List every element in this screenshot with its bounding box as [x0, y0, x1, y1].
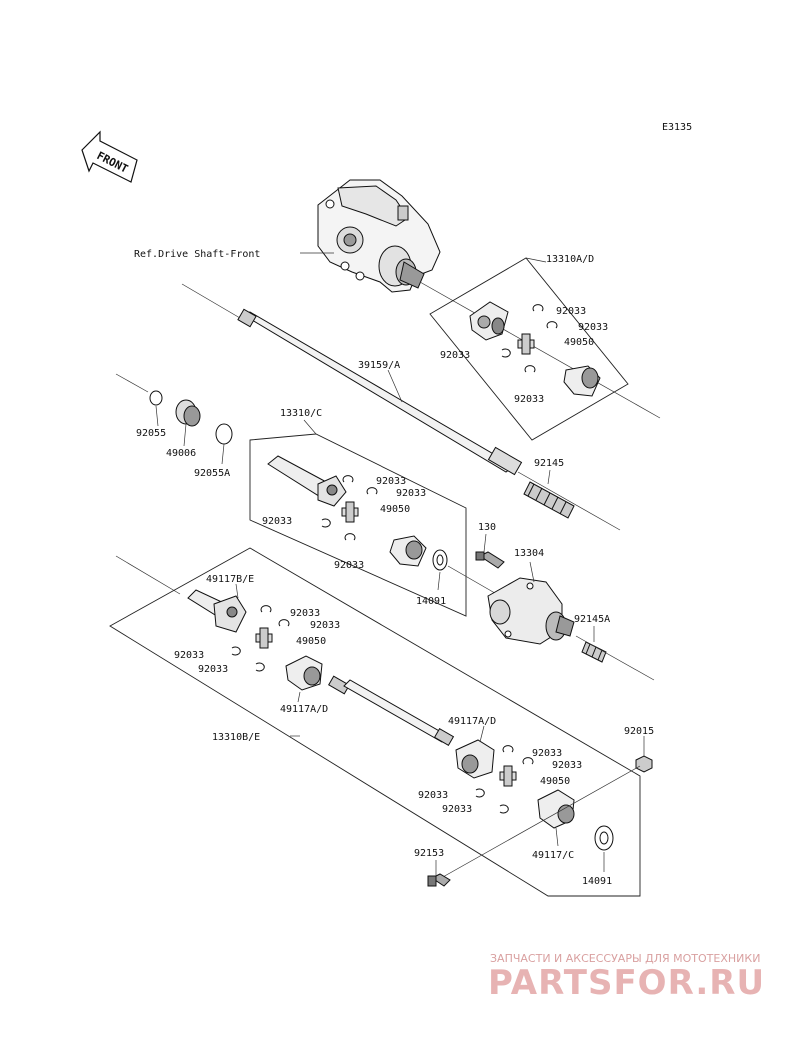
label-92033: 92033 — [334, 560, 364, 571]
label-14091: 14091 — [416, 596, 446, 607]
label-92033: 92033 — [262, 516, 292, 527]
label-92033: 92033 — [376, 476, 406, 487]
label-49050: 49050 — [540, 776, 570, 787]
watermark-brand: PARTSFOR.RU — [488, 963, 765, 1003]
yoke-part — [455, 739, 495, 779]
gear-case-part — [317, 179, 441, 293]
label-92055: 92055 — [136, 428, 166, 439]
label-92033: 92033 — [532, 748, 562, 759]
label-92033: 92033 — [174, 650, 204, 661]
label-49050: 49050 — [380, 504, 410, 515]
label-92033: 92033 — [556, 306, 586, 317]
label-13304: 13304 — [514, 548, 544, 559]
label-49117AD: 49117A/D — [448, 716, 496, 727]
kit-13310AD-label: 13310A/D — [546, 254, 594, 265]
propeller-housing-part — [487, 577, 575, 645]
bolt-part — [427, 873, 451, 887]
inner-shaft-part — [328, 675, 455, 747]
label-92033: 92033 — [578, 322, 608, 333]
label-49117BE: 49117B/E — [206, 574, 254, 585]
label-92033: 92033 — [440, 350, 470, 361]
yoke-part — [469, 301, 509, 341]
yoke-part — [389, 535, 427, 567]
kit-13310BE-label: 13310B/E — [212, 732, 260, 743]
label-92033: 92033 — [290, 608, 320, 619]
label-92153: 92153 — [414, 848, 444, 859]
label-14091: 14091 — [582, 876, 612, 887]
label-49050: 49050 — [564, 337, 594, 348]
yoke-part — [537, 789, 575, 829]
kit-13310C-label: 13310/C — [280, 408, 322, 419]
diagram-code: E3135 — [662, 122, 692, 133]
label-92055A: 92055A — [194, 468, 230, 479]
label-92033: 92033 — [442, 804, 472, 815]
label-92145: 92145 — [534, 458, 564, 469]
cross-joint-part — [341, 501, 359, 523]
o-ring-part — [215, 423, 233, 445]
label-130: 130 — [478, 522, 496, 533]
label-92015: 92015 — [624, 726, 654, 737]
label-92033: 92033 — [396, 488, 426, 499]
label-92033: 92033 — [514, 394, 544, 405]
slip-yoke-part — [187, 589, 247, 633]
label-92033: 92033 — [418, 790, 448, 801]
watermark-tagline: ЗАПЧАСТИ И АКСЕССУАРЫ ДЛЯ МОТОТЕХНИКИ — [490, 952, 760, 965]
label-92033: 92033 — [552, 760, 582, 771]
ref-drive-shaft-label: Ref.Drive Shaft-Front — [134, 249, 260, 260]
cross-joint-part — [517, 333, 535, 355]
label-49006: 49006 — [166, 448, 196, 459]
slip-yoke-part — [267, 455, 347, 507]
drive-shaft-part — [237, 308, 523, 476]
label-92145A: 92145A — [574, 614, 610, 625]
front-arrow-icon: FRONT — [81, 130, 138, 183]
spring-part — [581, 641, 607, 663]
cross-joint-part — [499, 765, 517, 787]
bushing-part — [175, 399, 201, 427]
nut-part — [635, 755, 653, 773]
yoke-part — [563, 365, 601, 397]
bolt-part — [475, 551, 505, 569]
label-92033: 92033 — [310, 620, 340, 631]
spring-part — [523, 481, 575, 519]
label-92033: 92033 — [198, 664, 228, 675]
o-ring-part — [149, 390, 163, 406]
cross-joint-part — [255, 627, 273, 649]
label-49117C: 49117/C — [532, 850, 574, 861]
label-49050: 49050 — [296, 636, 326, 647]
yoke-part — [285, 655, 323, 691]
label-39159A: 39159/A — [358, 360, 400, 371]
label-49117AD: 49117A/D — [280, 704, 328, 715]
